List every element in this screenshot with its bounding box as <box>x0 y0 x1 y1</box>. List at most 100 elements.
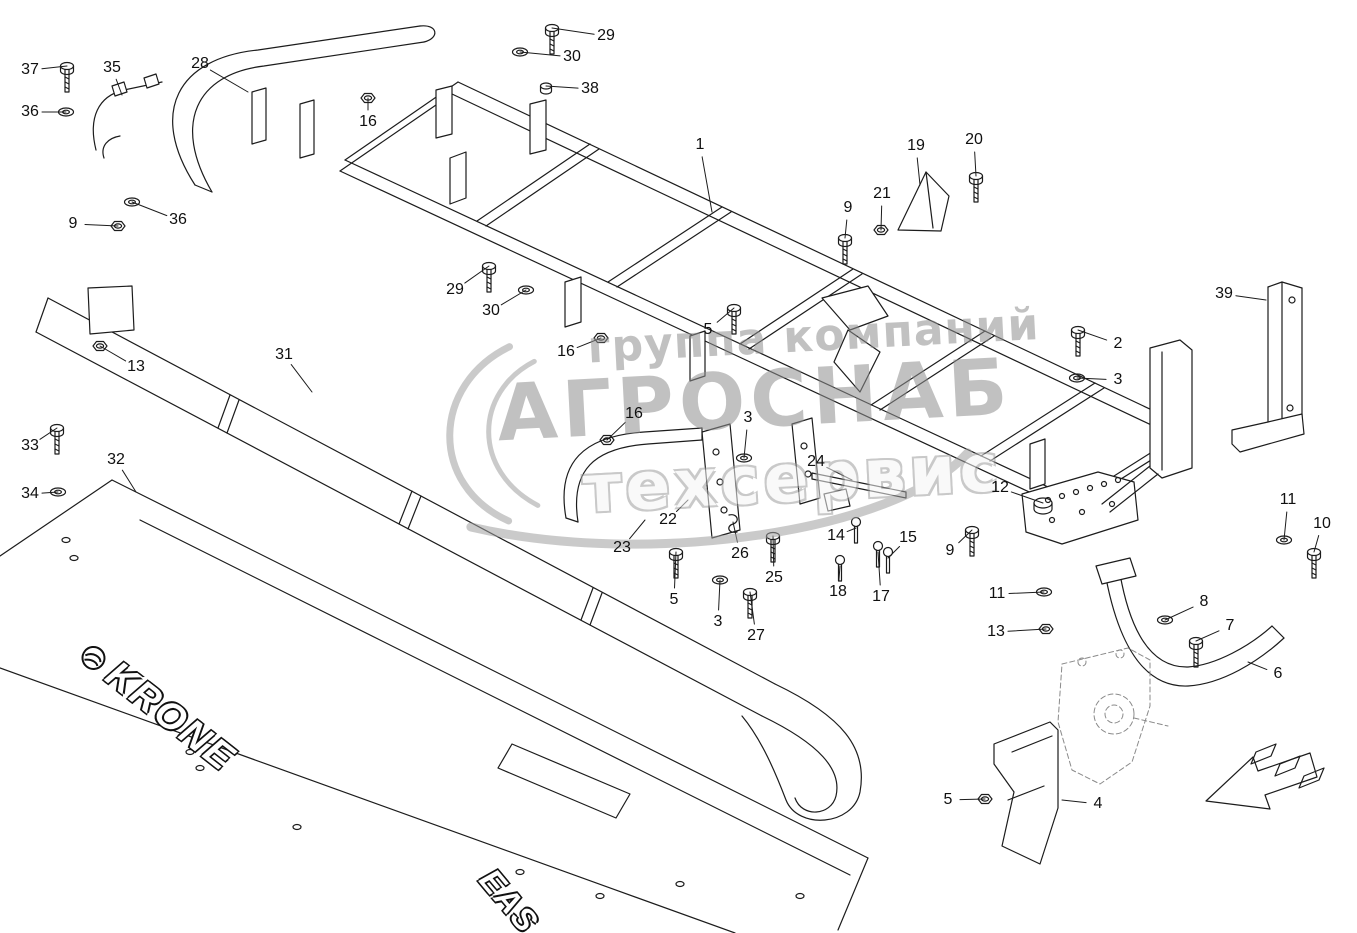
strap-bracket <box>563 427 703 523</box>
callout-21: 21 <box>873 185 891 202</box>
frame-tabs <box>435 85 1046 490</box>
bolt-icon <box>1306 547 1322 579</box>
lift-bracket <box>821 285 889 393</box>
link-rod <box>811 472 907 512</box>
pin-icon <box>882 546 894 574</box>
leader-line-layer <box>39 27 1320 804</box>
leader-line <box>39 427 58 440</box>
leader-line <box>1247 661 1268 671</box>
leader-line <box>41 491 59 494</box>
callout-14: 14 <box>827 527 845 544</box>
callout-35: 35 <box>103 59 121 76</box>
callout-3: 3 <box>713 613 723 630</box>
leader-line <box>916 157 921 186</box>
leader-line <box>131 201 168 217</box>
callout-17: 17 <box>872 588 890 605</box>
callout-27: 27 <box>747 627 765 644</box>
callout-5: 5 <box>943 791 953 808</box>
leader-line <box>716 307 735 323</box>
callout-20: 20 <box>965 131 983 148</box>
krone-circle-icon <box>81 645 106 670</box>
leader-line <box>121 469 137 493</box>
leader-line <box>576 337 602 349</box>
right-support-bracket <box>1021 339 1193 545</box>
side-rail <box>35 285 862 821</box>
bolt-icon <box>726 303 742 335</box>
callout-12: 12 <box>991 479 1009 496</box>
bolt-icon <box>1188 636 1204 668</box>
callout-39: 39 <box>1215 285 1233 302</box>
side-panel <box>0 479 869 933</box>
callout-15: 15 <box>899 529 917 546</box>
leader-line <box>290 364 313 393</box>
callout-16: 16 <box>625 405 643 422</box>
callout-16: 16 <box>359 113 377 130</box>
leader-line <box>1010 491 1044 504</box>
callout-18: 18 <box>829 583 847 600</box>
callout-1: 1 <box>695 136 705 153</box>
leader-line <box>99 345 127 362</box>
leader-line <box>1008 591 1045 594</box>
leader-line <box>1076 377 1107 380</box>
callout-22: 22 <box>659 511 677 528</box>
leader-line <box>844 219 848 239</box>
callout-13: 13 <box>127 358 145 375</box>
callout-33: 33 <box>21 437 39 454</box>
callout-13: 13 <box>987 623 1005 640</box>
callout-5: 5 <box>703 321 713 338</box>
leader-line <box>959 798 986 801</box>
callout-5: 5 <box>669 591 679 608</box>
leader-line <box>629 519 646 540</box>
callout-6: 6 <box>1273 665 1283 682</box>
callout-3: 3 <box>743 409 753 426</box>
callout-32: 32 <box>107 451 125 468</box>
hole-plate <box>701 417 821 539</box>
panel-holes <box>61 536 805 900</box>
corner-bracket-39 <box>1231 281 1305 453</box>
leader-line <box>1164 606 1194 621</box>
leader-line <box>84 224 119 227</box>
callout-9: 9 <box>843 199 853 216</box>
callout-19: 19 <box>907 137 925 154</box>
leader-line <box>606 421 626 441</box>
callout-4: 4 <box>1093 795 1103 812</box>
leader-line <box>877 551 881 586</box>
callout-8: 8 <box>1199 593 1209 610</box>
leader-line <box>675 499 689 513</box>
callout-34: 34 <box>21 485 39 502</box>
gearbox-ghost <box>1057 647 1169 785</box>
leader-line <box>115 78 123 96</box>
guard-rail <box>172 25 436 193</box>
leader-line <box>1195 630 1220 642</box>
leader-line <box>545 85 579 89</box>
clamp-bracket <box>92 73 163 159</box>
leader-line <box>1313 535 1320 553</box>
bolt-icon <box>481 261 497 293</box>
callout-23: 23 <box>613 539 631 556</box>
callout-16: 16 <box>557 343 575 360</box>
fastener-glyph-layer <box>49 23 1322 805</box>
triangle-bracket <box>897 171 950 232</box>
leader-line <box>673 551 677 589</box>
leader-line <box>1061 799 1087 804</box>
leader-line <box>718 579 721 611</box>
leader-line <box>838 565 841 581</box>
bolt-icon <box>1070 325 1086 357</box>
callout-30: 30 <box>563 48 581 65</box>
leader-line <box>701 156 713 213</box>
callout-37: 37 <box>21 61 39 78</box>
pin-icon <box>850 516 862 544</box>
leader-line <box>1077 329 1108 341</box>
callout-36: 36 <box>169 211 187 228</box>
main-frame-outline <box>339 81 1191 512</box>
callout-7: 7 <box>1225 617 1235 634</box>
bolt-icon <box>968 171 984 203</box>
callout-3: 3 <box>1113 371 1123 388</box>
leader-line <box>41 65 68 70</box>
callout-36: 36 <box>21 103 39 120</box>
callout-9: 9 <box>68 215 78 232</box>
leader-line <box>209 69 249 93</box>
callout-26: 26 <box>731 545 749 562</box>
